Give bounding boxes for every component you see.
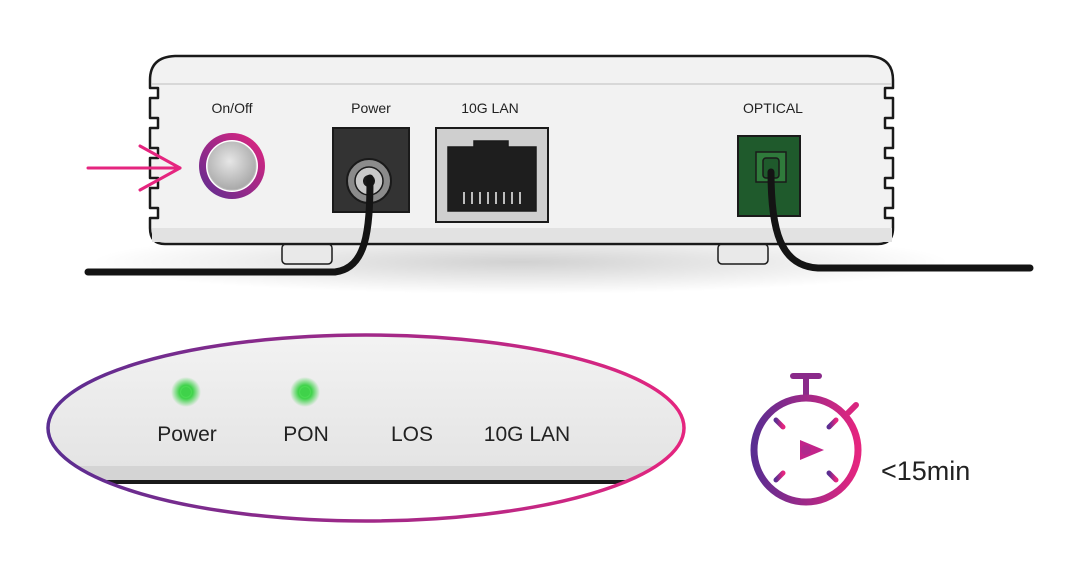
device-bottom-band [152,228,892,242]
arrow-icon [86,144,182,192]
led-los: LOS [391,423,433,446]
led-label: Power [157,423,217,446]
power-cable [84,174,374,276]
device-foot-left [281,243,333,265]
lan-port [435,127,549,223]
onoff-label: On/Off [212,100,253,116]
device-foot-right [717,243,769,265]
panel-face [48,335,684,468]
device-rear-view: On/Off Power 10G LAN OPTICAL [84,54,1034,294]
led-panel: Power PON LOS 10G LAN [46,333,686,523]
led-label: PON [283,423,329,446]
led-pon: PON [283,377,329,446]
led-indicators: Power PON LOS 10G LAN [157,377,570,446]
lan-port-label: 10G LAN [461,100,519,116]
optical-cable [767,168,1034,272]
led-label: LOS [391,423,433,446]
led-label: 10G LAN [484,423,570,446]
power-port-label: Power [351,100,391,116]
onoff-button[interactable] [199,133,265,199]
lan-pins [463,192,521,204]
stopwatch-icon [750,373,862,506]
highlight-oval [46,333,686,523]
optical-port [737,135,801,217]
optical-port-label: OPTICAL [743,100,803,116]
led-power: Power [157,377,217,446]
panel-edge [48,480,684,484]
timer-text: <15min [881,456,970,486]
led-10g-lan: 10G LAN [484,423,570,446]
